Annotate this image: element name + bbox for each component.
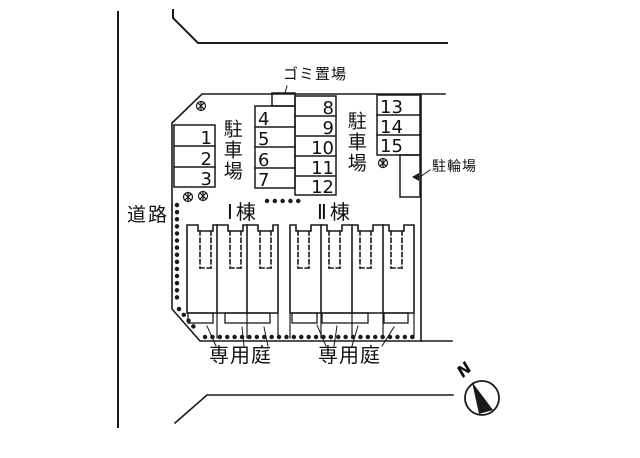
building-2-outline bbox=[289, 224, 415, 314]
road-label: 道路 bbox=[127, 204, 170, 226]
parking-space-label: 5 bbox=[258, 129, 269, 150]
parking-block-a bbox=[173, 124, 216, 188]
garden-plot-dividers bbox=[216, 312, 415, 339]
parking-space-label: 1 bbox=[201, 128, 212, 149]
parking-space-label: 12 bbox=[311, 177, 334, 198]
compass bbox=[464, 380, 500, 416]
bicycle-box-outline bbox=[399, 154, 421, 198]
terraces bbox=[187, 312, 409, 324]
private-garden-label-right: 専用庭 bbox=[318, 343, 381, 367]
building-2 bbox=[289, 224, 415, 314]
garbage-box-outline bbox=[271, 92, 296, 107]
parking-lot-label-left: 駐車場 bbox=[220, 119, 243, 182]
building-1 bbox=[186, 224, 279, 314]
parking-block-a-outline bbox=[173, 124, 216, 188]
parking-lot-label-right: 駐車場 bbox=[344, 111, 367, 174]
compass-needle-icon bbox=[472, 382, 493, 414]
bicycle-arrowhead bbox=[412, 173, 419, 181]
tree-icon bbox=[195, 100, 207, 112]
garbage-area-label: ゴミ置場 bbox=[283, 65, 348, 83]
parking-space-label: 9 bbox=[323, 118, 334, 139]
road-lines bbox=[117, 9, 454, 428]
parking-space-label: 3 bbox=[201, 169, 212, 190]
site-boundary bbox=[171, 93, 453, 342]
parking-space-label: 4 bbox=[258, 109, 269, 130]
parking-space-label: 2 bbox=[201, 149, 212, 170]
bicycle-parking-label: 駐輪場 bbox=[432, 159, 477, 175]
building-2-label: Ⅱ棟 bbox=[317, 200, 353, 224]
parking-space-label: 6 bbox=[258, 150, 269, 171]
parking-block-d bbox=[376, 94, 421, 156]
parking-space-label: 10 bbox=[311, 138, 334, 159]
building-1-stairs bbox=[199, 230, 272, 269]
tree-symbols bbox=[182, 100, 389, 203]
tree-icon bbox=[182, 191, 194, 203]
tree-icon bbox=[197, 190, 209, 202]
building-2-stairs bbox=[297, 230, 403, 269]
bicycle-parking-box bbox=[399, 154, 431, 198]
bottom-road-edge bbox=[173, 394, 454, 425]
parking-block-c bbox=[294, 95, 337, 196]
garden-leader-lines bbox=[206, 324, 395, 347]
parking-space-label: 7 bbox=[258, 170, 269, 191]
parking-space-label: 13 bbox=[380, 97, 403, 118]
top-road-edge bbox=[172, 9, 448, 44]
parking-space-label: 8 bbox=[323, 98, 334, 119]
parking-space-numbers: 1 2 3 4 5 6 7 8 9 10 11 12 13 14 15 bbox=[201, 97, 403, 198]
building-1-outline bbox=[186, 224, 279, 314]
garbage-label-pointer bbox=[284, 85, 288, 94]
parking-block-d-outline bbox=[376, 94, 421, 156]
parking-space-label: 15 bbox=[380, 136, 403, 157]
boundary-outline bbox=[171, 93, 453, 342]
garbage-area-box bbox=[271, 85, 296, 107]
parking-block-c-outline bbox=[294, 95, 337, 196]
compass-circle bbox=[464, 380, 500, 416]
parking-space-label: 11 bbox=[311, 158, 334, 179]
parking-space-label: 14 bbox=[380, 117, 403, 138]
tree-icon bbox=[377, 157, 389, 169]
building-1-label: Ⅰ棟 bbox=[227, 200, 259, 224]
private-garden-label-left: 専用庭 bbox=[209, 343, 272, 367]
